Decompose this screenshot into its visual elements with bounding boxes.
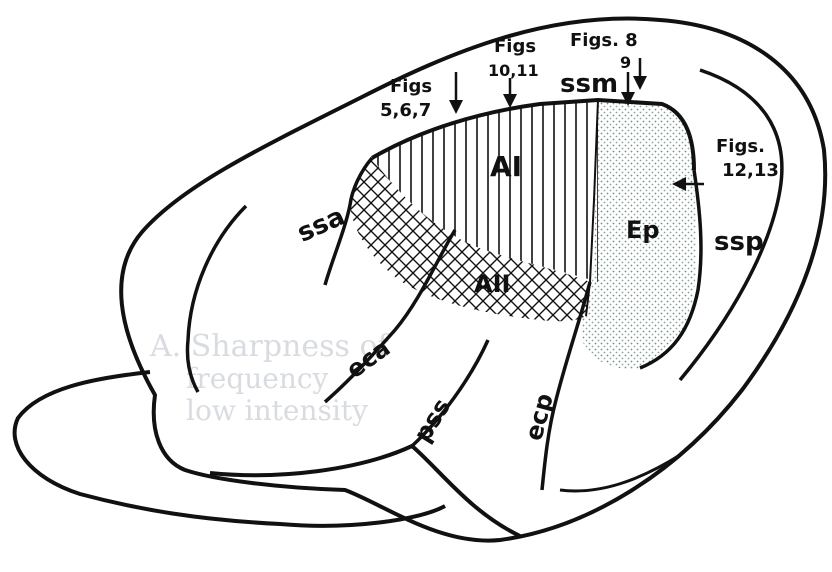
lower-right-contour bbox=[560, 455, 680, 491]
figs-10-11-top: Figs bbox=[494, 36, 536, 57]
bleed-line-3: low intensity bbox=[186, 394, 368, 427]
label-ecp: ecp bbox=[519, 390, 558, 443]
figs-12-13-bottom: 12,13 bbox=[722, 160, 779, 181]
label-aii: AII bbox=[474, 270, 510, 298]
label-ssm: ssm bbox=[560, 69, 618, 99]
figs-5-6-7-bottom: 5,6,7 bbox=[380, 100, 431, 121]
figs-12-13-top: Figs. bbox=[716, 136, 765, 157]
arrow-figs-10-11 bbox=[503, 78, 517, 108]
label-ep: Ep bbox=[626, 216, 660, 244]
bleed-line-2: frequency bbox=[186, 362, 329, 395]
figs-5-6-7-top: Figs bbox=[390, 76, 432, 97]
figs-10-11-bottom: 10,11 bbox=[488, 61, 539, 80]
label-ssp: ssp bbox=[714, 227, 764, 257]
arrow-figs-8 bbox=[633, 58, 647, 90]
label-ai: AI bbox=[490, 150, 522, 183]
label-pss: pss bbox=[408, 393, 456, 447]
figs-8-9-top: Figs. 8 bbox=[570, 30, 638, 51]
arrow-figs-5-6-7 bbox=[449, 72, 463, 114]
figs-8-9-bottom: 9 bbox=[620, 53, 631, 72]
figs-label-10-11: Figs 10,11 bbox=[488, 36, 539, 80]
figs-label-12-13: Figs. 12,13 bbox=[716, 136, 779, 181]
figs-label-8-9: Figs. 8 9 bbox=[570, 30, 638, 72]
